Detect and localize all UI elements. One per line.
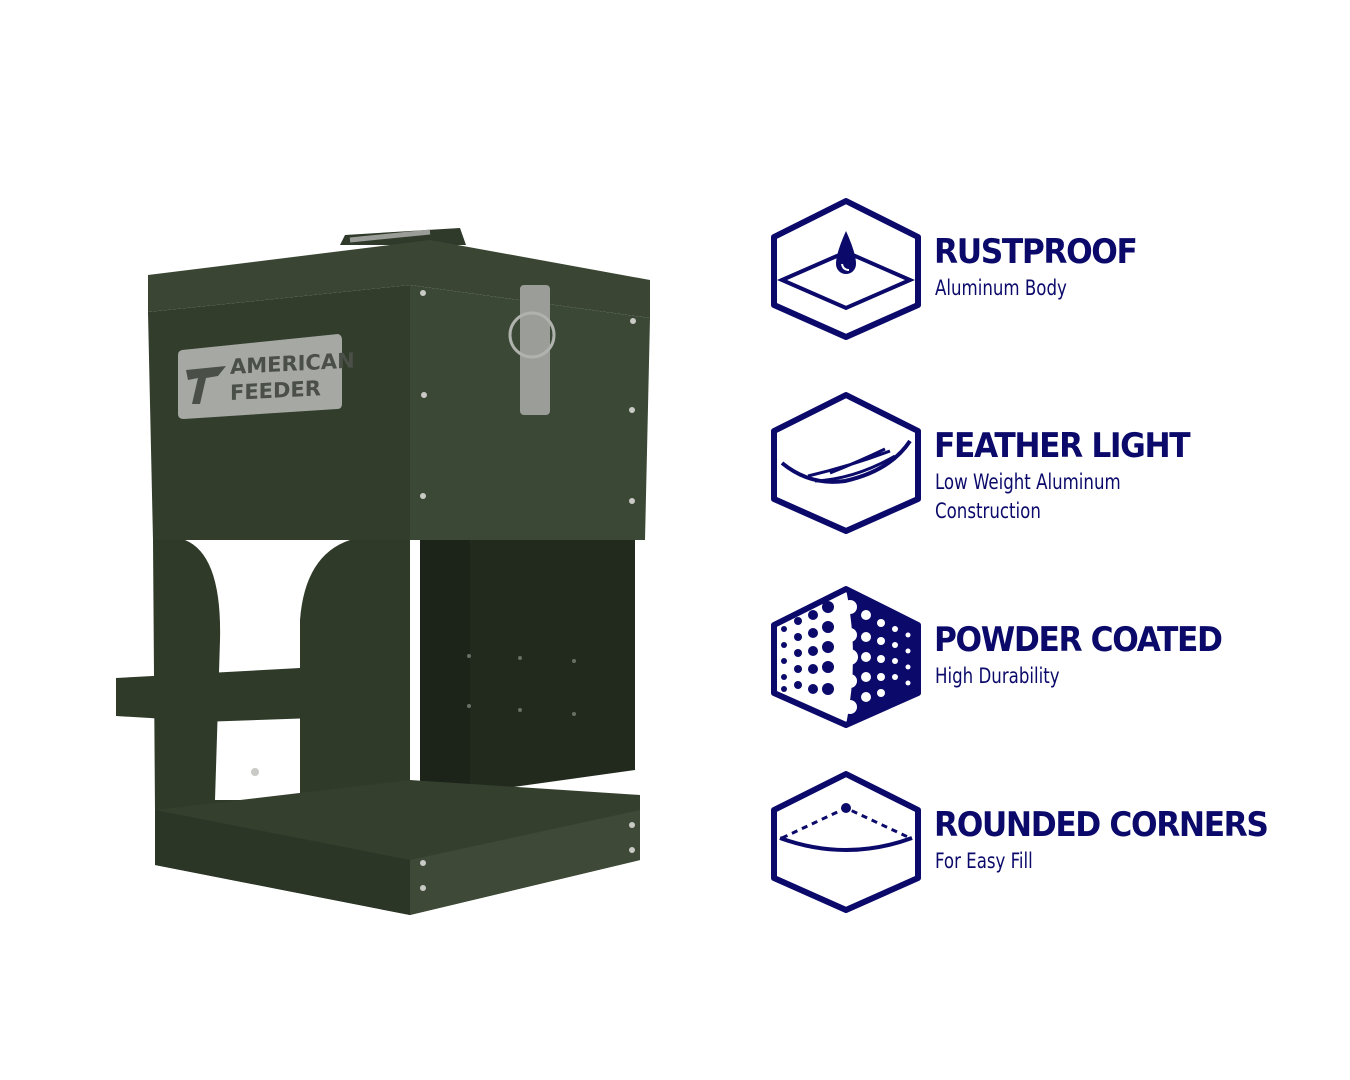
- rounded-corner-icon: [771, 771, 921, 913]
- feature-subtitle: Aluminum Body: [935, 276, 1067, 300]
- feature-subtitle: Low Weight Aluminum Construction: [935, 470, 1121, 523]
- svg-text:FEEDER: FEEDER: [230, 375, 321, 405]
- feature-title: ROUNDED CORNERS: [934, 805, 1269, 845]
- feature-subtitle: For Easy Fill: [935, 849, 1033, 873]
- feature-title: FEATHER LIGHT: [934, 426, 1191, 466]
- brand-logo-plate: AMERICAN FEEDER: [178, 334, 355, 419]
- feature-feather-light: FEATHER LIGHT Low Weight Aluminum Constr…: [770, 391, 1330, 536]
- feeder-product-image: AMERICAN FEEDER: [116, 228, 650, 915]
- feature-title: RUSTPROOF: [934, 232, 1138, 272]
- water-drop-icon: [771, 198, 921, 340]
- feature-rounded-corners: ROUNDED CORNERS For Easy Fill: [770, 770, 1330, 915]
- feature-powder-coated: POWDER COATED High Durability: [770, 585, 1330, 730]
- feature-subtitle: High Durability: [935, 664, 1060, 688]
- feather-icon: [771, 392, 921, 534]
- feature-title: POWDER COATED: [934, 620, 1223, 660]
- powder-dots-icon: [771, 586, 921, 728]
- feature-rustproof: RUSTPROOF Aluminum Body: [770, 197, 1330, 342]
